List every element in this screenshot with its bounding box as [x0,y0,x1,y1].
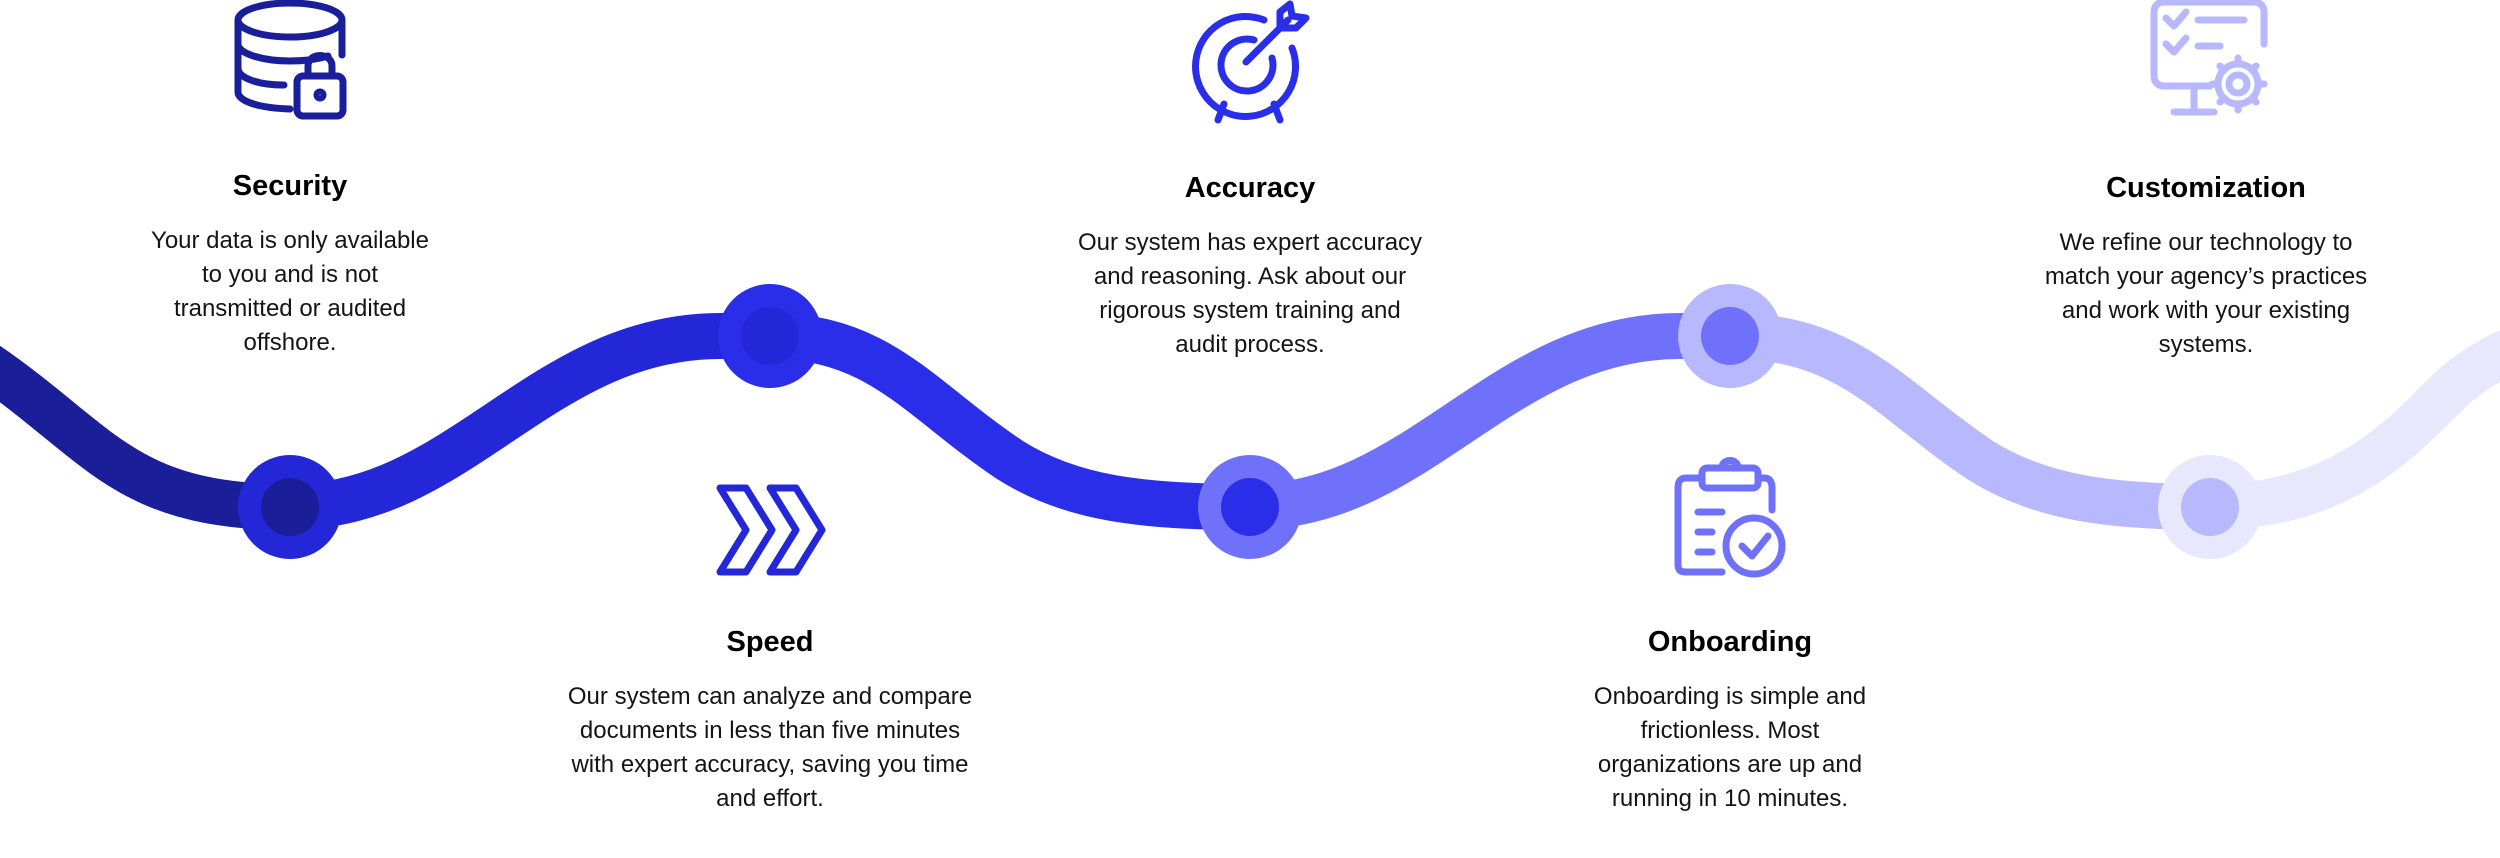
wave-segment-3 [769,313,1251,530]
node-inner-customization [2181,478,2239,536]
node-inner-speed [741,307,799,365]
feature-speed: Speed Our system can analyze and compare… [560,624,980,816]
feature-description: Our system has expert accuracy and reaso… [1077,229,1423,358]
feature-description: We refine our technology to match your a… [2044,229,2368,358]
feature-title: Security [232,170,348,202]
database-lock-icon [228,0,352,124]
wave-segment-2 [289,313,770,530]
feature-description: Your data is only available to you and i… [151,227,429,356]
checklist-gear-icon [2148,0,2272,124]
feature-title: Customization [2106,172,2306,204]
wave-segment-4 [1249,313,1730,530]
feature-onboarding: Onboarding Onboarding is simple and fric… [1570,624,1890,816]
node-inner-security [261,478,319,536]
double-chevron-right-icon [710,468,834,592]
target-arrow-icon [1188,0,1312,124]
feature-title: Speed [726,626,814,658]
node-inner-onboarding [1701,307,1759,365]
wave-segment-5 [1729,313,2211,530]
clipboard-check-icon [1668,456,1792,580]
node-inner-accuracy [1221,478,1279,536]
feature-description: Onboarding is simple and frictionless. M… [1593,683,1867,812]
feature-description: Our system can analyze and compare docum… [567,683,973,812]
feature-title: Onboarding [1647,626,1813,658]
feature-customization: Customization We refine our technology t… [2036,170,2376,362]
feature-accuracy: Accuracy Our system has expert accuracy … [1070,170,1430,362]
wave-segment-6 [2209,330,2500,530]
wave-segment-1 [0,345,291,530]
feature-security: Security Your data is only available to … [140,168,440,360]
feature-title: Accuracy [1184,172,1316,204]
